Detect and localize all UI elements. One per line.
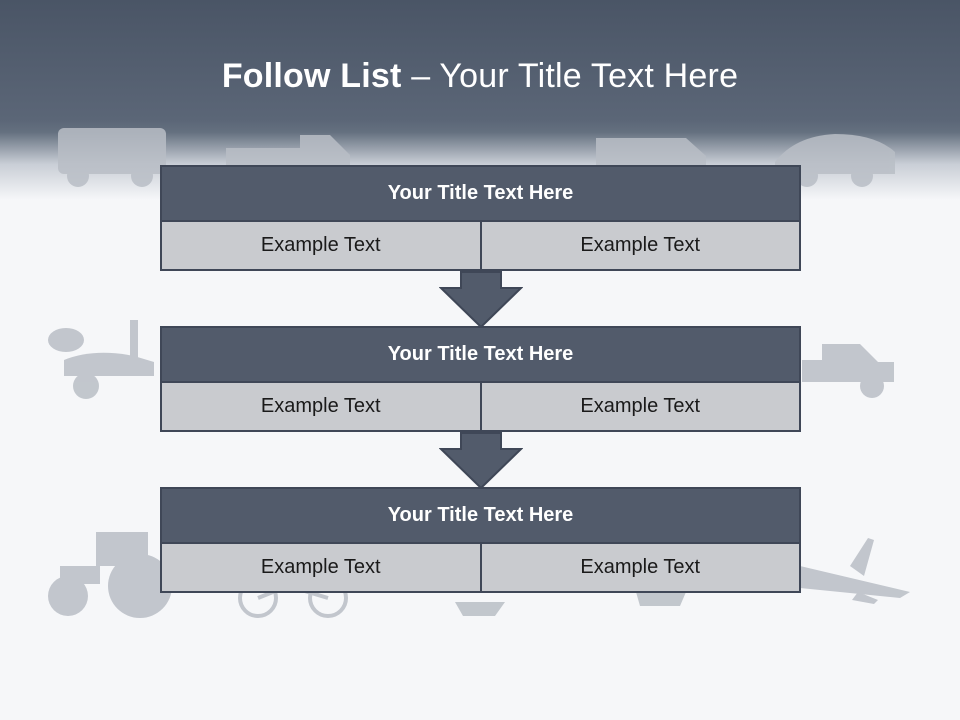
- tractor-icon: [48, 532, 172, 618]
- slide-title-bold: Follow List: [221, 57, 402, 95]
- step-title: Your Title Text Here: [160, 165, 801, 222]
- step-row: Example Text Example Text: [160, 544, 801, 593]
- step-block-3: Your Title Text Here Example Text Exampl…: [160, 487, 801, 593]
- pickup-truck-icon: [802, 344, 894, 398]
- step-cell-right: Example Text: [479, 544, 801, 593]
- step-cell-left: Example Text: [160, 544, 480, 593]
- slide-title: Follow List – Your Title Text Here: [0, 54, 960, 98]
- step-block-1: Your Title Text Here Example Text Exampl…: [160, 165, 801, 271]
- car-icon: [775, 134, 895, 187]
- boat-icon: [455, 602, 505, 616]
- airplane-icon: [800, 538, 910, 604]
- step-cell-left: Example Text: [160, 383, 480, 432]
- step-title: Your Title Text Here: [160, 487, 801, 544]
- truck-icon: [226, 135, 350, 171]
- step-cell-right: Example Text: [479, 383, 801, 432]
- slide-title-rest: – Your Title Text Here: [401, 57, 739, 95]
- step-row: Example Text Example Text: [160, 222, 801, 271]
- helicopter-icon: [636, 592, 686, 606]
- step-cell-right: Example Text: [479, 222, 801, 271]
- scooter-icon: [48, 320, 154, 399]
- step-block-2: Your Title Text Here Example Text Exampl…: [160, 326, 801, 432]
- down-arrow-icon: [439, 432, 523, 490]
- step-title: Your Title Text Here: [160, 326, 801, 383]
- step-row: Example Text Example Text: [160, 383, 801, 432]
- step-cell-left: Example Text: [160, 222, 480, 271]
- down-arrow-icon: [439, 271, 523, 329]
- ambulance-icon: [58, 128, 166, 187]
